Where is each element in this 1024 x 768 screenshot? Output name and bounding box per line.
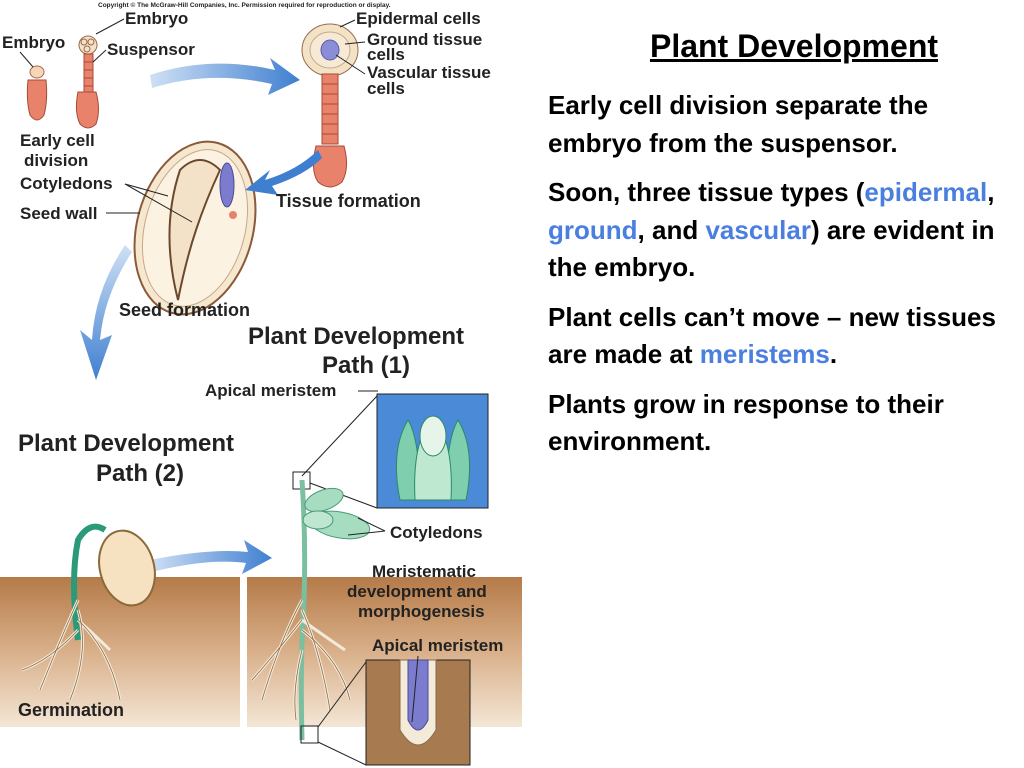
- leader-line: [339, 19, 356, 28]
- leader-line: [124, 183, 169, 197]
- label-embryo-top: Embryo: [125, 9, 188, 28]
- label-ground-tissue-1: Ground tissue: [367, 30, 482, 49]
- leader-line: [301, 395, 378, 477]
- arrow-1: [150, 58, 300, 95]
- paragraph-1: Early cell division separate the embryo …: [548, 90, 929, 158]
- label-suspensor: Suspensor: [107, 40, 195, 59]
- term-vascular: vascular: [705, 214, 811, 245]
- paragraph-4: Plants grow in response to their environ…: [548, 388, 944, 457]
- leader-line: [317, 661, 367, 728]
- apical-meristem-inset: [376, 393, 489, 509]
- term-epidermal: epidermal: [864, 177, 988, 207]
- tissue-formation-drawing: [301, 23, 359, 188]
- label-path1-line2: Path (1): [322, 352, 410, 379]
- leader-line: [95, 18, 125, 35]
- label-path1-line1: Plant Development: [248, 323, 464, 350]
- leader-line: [124, 183, 193, 223]
- label-seed-wall: Seed wall: [20, 204, 97, 223]
- label-cotyledons-plant: Cotyledons: [390, 523, 483, 542]
- label-seed-formation: Seed formation: [119, 300, 250, 320]
- paragraph-2-text: , and: [637, 214, 706, 245]
- leader-line: [92, 49, 107, 63]
- label-apical-meristem-bottom: Apical meristem: [372, 636, 503, 655]
- leader-line: [317, 741, 367, 766]
- leader-line: [347, 530, 386, 536]
- paragraph-2-text: ) are evident in the embryo.: [548, 214, 995, 283]
- paragraph-2-text: ,: [987, 177, 995, 207]
- early-embryo-drawing: [26, 65, 48, 121]
- label-meristematic-2: development and: [347, 582, 487, 601]
- label-early-cell-1: Early cell: [20, 131, 95, 150]
- label-meristematic-1: Meristematic: [372, 562, 476, 581]
- young-plant-drawing: [250, 479, 371, 741]
- label-meristematic-3: morphogenesis: [358, 602, 485, 621]
- term-ground: ground: [548, 214, 638, 245]
- label-germination: Germination: [18, 700, 124, 720]
- label-apical-meristem-top: Apical meristem: [205, 381, 336, 400]
- term-meristems: meristems: [699, 339, 830, 369]
- arrow-3: [80, 245, 132, 380]
- label-embryo-left: Embryo: [2, 33, 65, 52]
- label-ground-tissue-2: cells: [367, 45, 405, 64]
- arrow-2: [245, 150, 322, 195]
- label-early-cell-2: division: [24, 151, 88, 170]
- arrow-4: [150, 540, 272, 574]
- label-tissue-formation: Tissue formation: [276, 191, 421, 211]
- label-vascular-tissue-1: Vascular tissue: [367, 63, 491, 82]
- root-apical-meristem-inset: [365, 659, 471, 766]
- paragraph-3-text: .: [829, 339, 838, 369]
- label-vascular-tissue-2: cells: [367, 79, 405, 98]
- label-path2-line1: Plant Development: [18, 430, 234, 457]
- slide-title: Plant Development: [649, 28, 939, 64]
- seed-drawing: [133, 140, 257, 316]
- leader-line: [335, 54, 366, 75]
- label-epidermal-cells: Epidermal cells: [356, 9, 481, 28]
- paragraph-2-text: Soon, three tissue types (: [548, 177, 865, 207]
- leader-line: [344, 41, 366, 45]
- paragraph-2: Soon, three tissue types (epidermal, gro…: [548, 174, 1008, 287]
- inset-marker: [300, 725, 319, 744]
- leader-line: [357, 517, 386, 532]
- text-panel: Plant Development Early cell division se…: [548, 28, 1008, 473]
- paragraph-3: Plant cells can’t move – new tissues are…: [548, 299, 1008, 374]
- plant-development-figure: Copyright © The McGraw-Hill Companies, I…: [0, 1, 522, 766]
- leader-line: [19, 51, 34, 68]
- embryo-suspensor-drawing: [75, 35, 99, 129]
- label-cotyledons-seed: Cotyledons: [20, 174, 113, 193]
- label-path2-line2: Path (2): [96, 460, 184, 487]
- paragraph-3-text: Plant cells can’t move – new tissues are…: [548, 301, 996, 370]
- copyright-notice: Copyright © The McGraw-Hill Companies, I…: [98, 1, 391, 9]
- leader-line: [411, 655, 419, 723]
- germinating-seedling-drawing: [21, 523, 156, 701]
